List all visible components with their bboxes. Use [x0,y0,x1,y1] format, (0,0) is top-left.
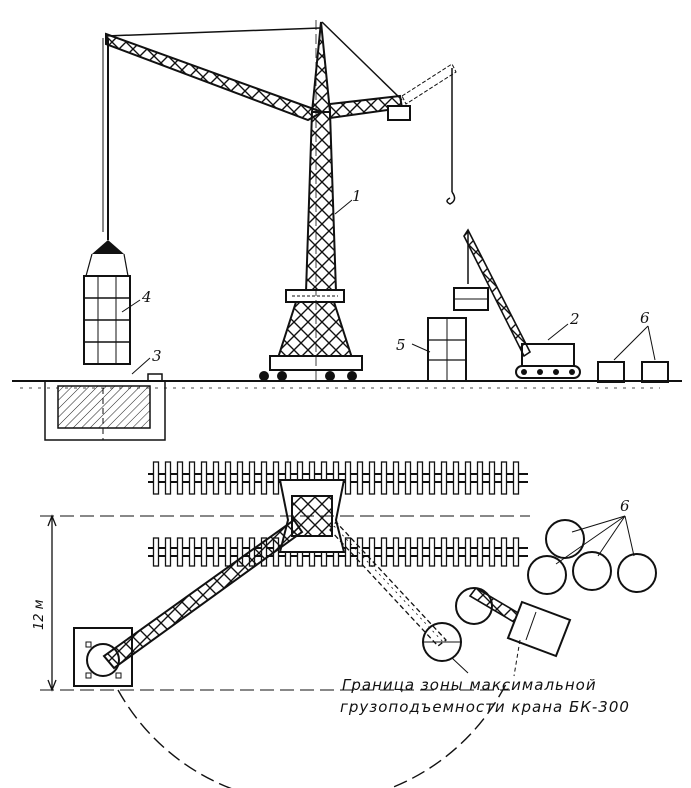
crawler-crane-plan [455,586,572,677]
sleeper [164,461,172,495]
sleeper [344,537,352,567]
sleeper [488,537,496,567]
sleeper [212,461,220,495]
blocks-elevation [597,325,669,383]
leader-2 [547,323,569,341]
sleeper [428,461,436,495]
ground-line [12,380,682,389]
label-1-crane: 1 [352,187,362,205]
leader-1 [334,199,353,215]
sleeper [248,461,256,495]
sleeper [152,537,160,567]
sleeper [452,537,460,567]
leader-4 [121,299,141,313]
sleeper [224,461,232,495]
caption-line-2: грузоподъемности крана БК-300 [340,698,630,716]
sleeper [152,461,160,495]
dimension-line [47,514,57,692]
sleeper [416,461,424,495]
sleeper [368,461,376,495]
sleeper [200,537,208,567]
sleeper [176,537,184,567]
sleeper [236,461,244,495]
sleeper [260,461,268,495]
label-6-blocks-plan: 6 [620,497,630,515]
sleeper [200,461,208,495]
blocks-plan [527,515,657,595]
sleeper [476,461,484,495]
jib-plan-dashed [329,520,447,647]
sleeper [356,537,364,567]
sleeper [404,537,412,567]
sleeper [380,537,388,567]
leader-3 [131,357,151,375]
sleeper [272,461,280,495]
sleeper [176,461,184,495]
sleeper [452,461,460,495]
sleeper [212,537,220,567]
sleeper [500,461,508,495]
sleeper [392,537,400,567]
sleeper [428,537,436,567]
crawler-crane [453,228,581,379]
tower-crane [105,20,457,381]
sleeper [464,461,472,495]
ground-shell [427,317,467,382]
foundation-element [147,373,163,382]
caption-line-1: Граница зоны максимальной [342,676,597,694]
label-2-crawler-crane: 2 [570,310,580,328]
sleeper [380,461,388,495]
label-4-shell: 4 [142,288,152,306]
sleeper [188,461,196,495]
label-5-shell: 5 [396,336,406,354]
label-3-foundation: 3 [152,347,162,365]
leader-5 [411,343,431,353]
sleeper [464,537,472,567]
sleeper [356,461,364,495]
sleeper [488,461,496,495]
jib-plan-working [102,518,304,670]
sleeper [404,461,412,495]
sleeper [344,461,352,495]
dimension-label: 12 м [32,599,47,630]
sleeper [416,537,424,567]
foundation-plan [73,627,133,687]
sleeper [512,537,520,567]
sleeper [440,537,448,567]
sleeper [500,537,508,567]
label-6-blocks-top: 6 [640,309,650,327]
sleepers-top [152,461,520,495]
sleeper [476,537,484,567]
sleeper [164,537,172,567]
sleeper [512,461,520,495]
foundation-pit [44,381,166,441]
caption-leader [451,657,469,674]
zone-boundary-arc [117,683,507,788]
sleeper [224,537,232,567]
sleeper [188,537,196,567]
sleeper [392,461,400,495]
lifted-shell [83,38,131,365]
sleeper [440,461,448,495]
